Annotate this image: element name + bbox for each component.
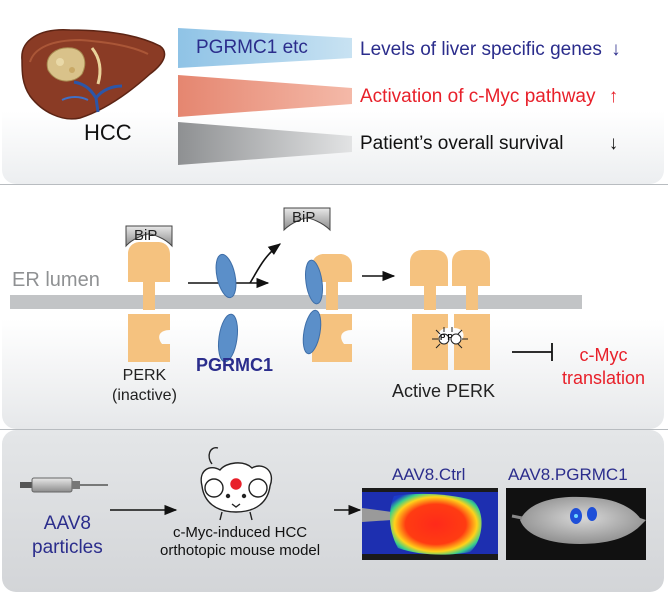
wedge-label-pgrmc1: PGRMC1 etc: [196, 37, 308, 58]
arrow-up-icon: ↑: [608, 86, 619, 107]
mouse-icon: [200, 447, 273, 521]
bip-label-2: BiP: [292, 209, 316, 226]
inactive-label: (inactive): [112, 387, 177, 404]
bip-shape-1: [125, 225, 173, 248]
perk-label: PERK: [122, 367, 167, 384]
imaging-pgrmc1: [506, 488, 646, 560]
wedge-cmyc: [178, 75, 352, 117]
perk-pgrmc1-complex: [302, 254, 352, 362]
model-line-1: c-Myc-induced HCC: [172, 524, 308, 541]
bip-release-arrow: [249, 243, 282, 284]
divider: [0, 429, 668, 430]
hcc-label: HCC: [84, 120, 132, 145]
bip-shape-2: [283, 207, 331, 232]
imaging-ctrl: [362, 488, 498, 560]
trend-liver-genes: Levels of liver specific genes ↓: [360, 40, 621, 59]
phospho-burst: [432, 327, 468, 349]
trend-cmyc: Activation of c-Myc pathway ↑: [360, 87, 618, 106]
inhibition-arrow: [512, 343, 553, 361]
er-lumen-label: ER lumen: [12, 269, 100, 291]
model-line-2: orthotopic mouse model: [160, 542, 321, 559]
trend-survival: Patient’s overall survival ↓: [360, 134, 618, 153]
pgrmc1-image-label: AAV8.PGRMC1: [508, 465, 628, 484]
cmyc-translation-label: c-Myc translation: [562, 344, 645, 389]
trend-text: Activation of c-Myc pathway: [360, 86, 596, 107]
perk-inactive-label: PERK (inactive): [112, 366, 177, 406]
divider: [0, 184, 668, 185]
phospho-label: P P: [440, 333, 453, 342]
trend-text: Patient’s overall survival: [360, 133, 564, 154]
active-perk-label: Active PERK: [392, 381, 496, 401]
pgrmc1-shape-free: [215, 253, 239, 363]
er-membrane: [10, 295, 582, 309]
particles-label: particles: [32, 536, 103, 558]
active-perk-dimer: [410, 250, 490, 370]
bip-label-1: BiP: [134, 227, 158, 244]
cmyc-label: c-Myc: [579, 345, 628, 365]
pgrmc1-label: PGRMC1: [196, 355, 274, 375]
wedge-survival: [178, 122, 352, 165]
trend-text: Levels of liver specific genes: [360, 39, 602, 60]
aav8-particles-label: AAV8 particles: [32, 512, 103, 560]
aav8-label: AAV8: [43, 513, 91, 534]
wedge-pgrmc1: [178, 28, 352, 68]
ctrl-image-label: AAV8.Ctrl: [392, 465, 466, 484]
translation-label: translation: [562, 367, 646, 388]
syringe-icon: [20, 477, 108, 493]
arrow-down-icon: ↓: [611, 39, 621, 60]
perk-inactive-shape: [128, 242, 170, 362]
mouse-model-label: c-Myc-induced HCC orthotopic mouse model: [160, 524, 320, 560]
liver-illustration: [21, 29, 166, 120]
arrow-down-icon: ↓: [608, 133, 619, 154]
